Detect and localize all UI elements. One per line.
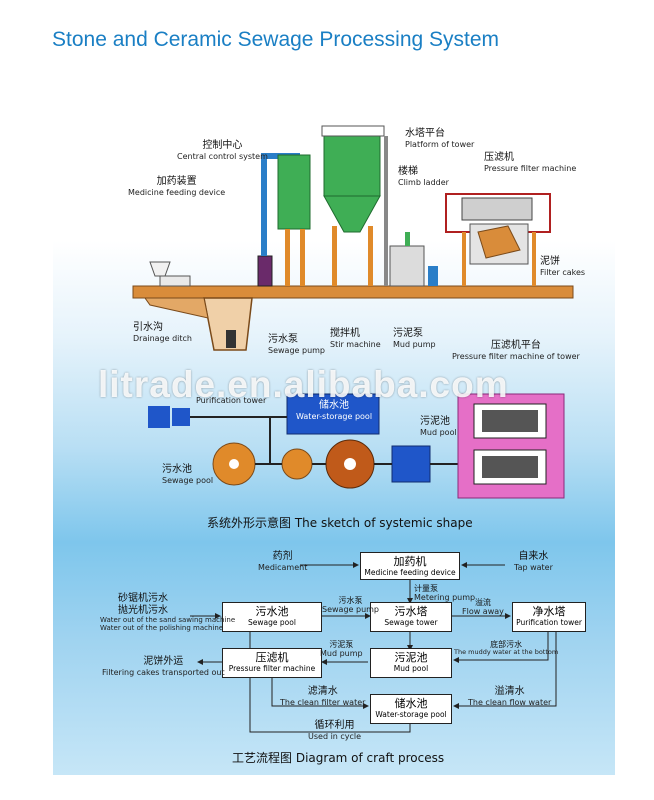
drainage-channel (144, 297, 209, 319)
label-filter-cakes: 泥饼 Filter cakes (540, 256, 586, 277)
feeder-base (159, 275, 191, 287)
label-climb-ladder: 楼梯 Climb ladder (398, 166, 449, 187)
label-filter-platform: 压滤机平台 Pressure filter machine of tower (452, 340, 580, 361)
label-medicine-feeding: 加药装置 Medicine feeding device (128, 176, 226, 197)
label-purification-tower: Purification tower (196, 396, 267, 405)
green-tank-left (277, 154, 311, 230)
sewage-pump-shape (226, 330, 236, 348)
mud-pump-shape (428, 266, 438, 286)
tower-platform-rail (321, 125, 385, 137)
label-control-center: 控制中心 Central control system (177, 140, 268, 161)
filter-plates (461, 197, 533, 221)
tower-leg (332, 226, 337, 286)
floor-platform (132, 285, 574, 299)
page-title: Stone and Ceramic Sewage Processing Syst… (52, 28, 500, 51)
flow-caption: 工艺流程图 Diagram of craft process (232, 751, 445, 765)
label-storage-pool: 储水池 Water-storage pool (296, 400, 373, 421)
label-sewage-pool: 污水池 Sewage pool (162, 464, 214, 485)
label-mud-pump: 污泥泵 Mud pump (393, 328, 436, 349)
stir-motor (405, 232, 410, 246)
label-pressure-filter: 压滤机 Pressure filter machine (484, 152, 577, 173)
label-sewage-pump: 污水泵 Sewage pump (268, 334, 326, 355)
ladder (384, 136, 388, 286)
tower-leg (368, 226, 373, 286)
tank-leg (285, 229, 290, 286)
label-drainage-ditch: 引水沟 Drainage ditch (133, 322, 192, 343)
flow-label-sources: 砂锯机污水 抛光机污水 Water out of the sand sawing… (100, 593, 236, 633)
main-tower-cone (323, 195, 381, 233)
storage-pool-shape (286, 393, 380, 435)
purification-block (148, 406, 170, 428)
tank-leg (300, 229, 305, 286)
watermark: litrade.en.alibaba.com (98, 364, 509, 405)
filter-cake-shape (477, 225, 521, 259)
mud-pool-shape (391, 445, 431, 483)
sketch-caption: 系统外形示意图 The sketch of systemic shape (207, 516, 473, 530)
label-tower-platform: 水塔平台 Platform of tower (405, 128, 475, 149)
label-mud-pool: 污泥池 Mud pool (420, 416, 457, 437)
drainage-pit (203, 297, 253, 351)
label-stir-machine: 搅拌机 Stir machine (330, 328, 381, 349)
